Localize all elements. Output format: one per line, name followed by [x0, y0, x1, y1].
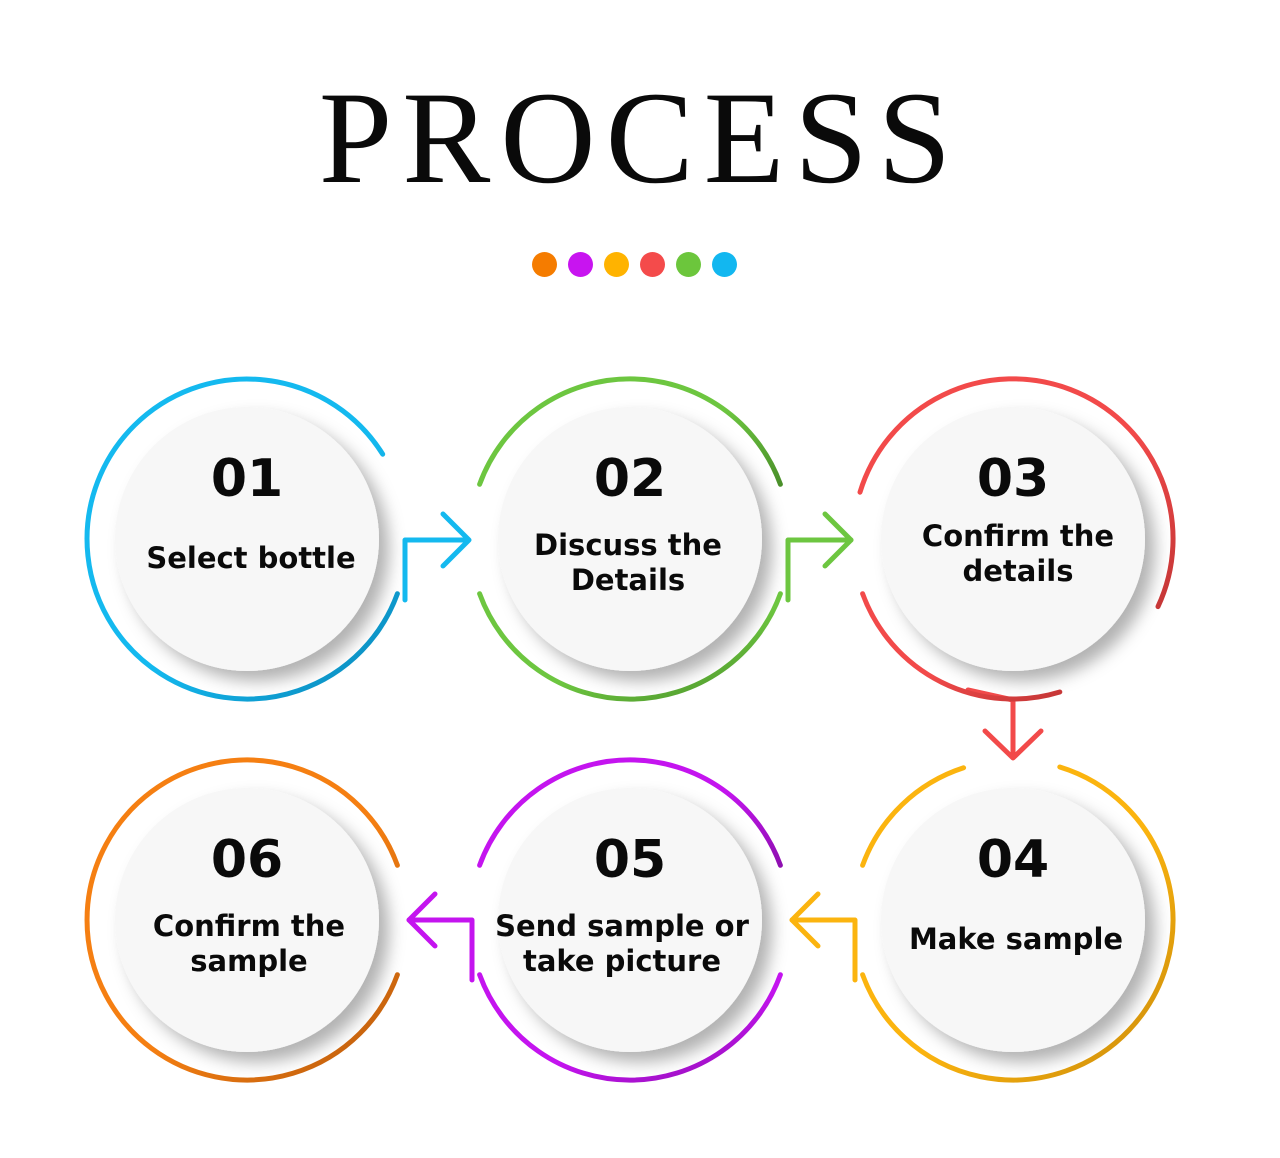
step-disc [498, 788, 762, 1052]
step-ring [857, 376, 1176, 610]
step-ring [477, 757, 783, 868]
step-number: 06 [211, 830, 283, 890]
step-number: 04 [977, 830, 1049, 890]
step-label-line: Make sample [909, 922, 1123, 956]
step-number: 05 [594, 830, 666, 890]
color-dots [532, 252, 737, 277]
step-ring [84, 757, 400, 1083]
step-ring [860, 765, 967, 868]
step-disc [881, 407, 1145, 671]
color-dot [568, 252, 593, 277]
connector-arrow [402, 511, 472, 603]
color-dot [640, 252, 665, 277]
connector-arrow [406, 891, 475, 983]
step-ring [477, 376, 783, 487]
color-dot [604, 252, 629, 277]
step-ring [84, 376, 400, 702]
step-disc [881, 788, 1145, 1052]
connector-arrow [785, 511, 854, 603]
color-dot [676, 252, 701, 277]
step-disc [115, 407, 379, 671]
step-number: 02 [594, 449, 666, 509]
step-ring [477, 972, 783, 1083]
step-disc [498, 407, 762, 671]
step-label-line: Send sample or [495, 909, 749, 943]
page-title: PROCESS [318, 64, 962, 211]
step-number: 03 [977, 449, 1049, 509]
step-label-line: Details [571, 563, 685, 597]
step-label-line: Discuss the [534, 528, 722, 562]
step-ring [860, 591, 1063, 702]
step-label-line: Confirm the [922, 519, 1114, 553]
color-dot [532, 252, 557, 277]
step-label-line: take picture [523, 944, 721, 978]
color-dot [712, 252, 737, 277]
step-label-line: Confirm the [153, 909, 345, 943]
step-ring [477, 591, 783, 702]
step-label-line: Select bottle [146, 541, 355, 575]
step-label-line: details [962, 554, 1073, 588]
step-label-line: sample [190, 944, 307, 978]
step-ring [860, 764, 1176, 1083]
connector-arrow [789, 891, 858, 983]
step-number: 01 [211, 449, 283, 509]
step-disc [115, 788, 379, 1052]
